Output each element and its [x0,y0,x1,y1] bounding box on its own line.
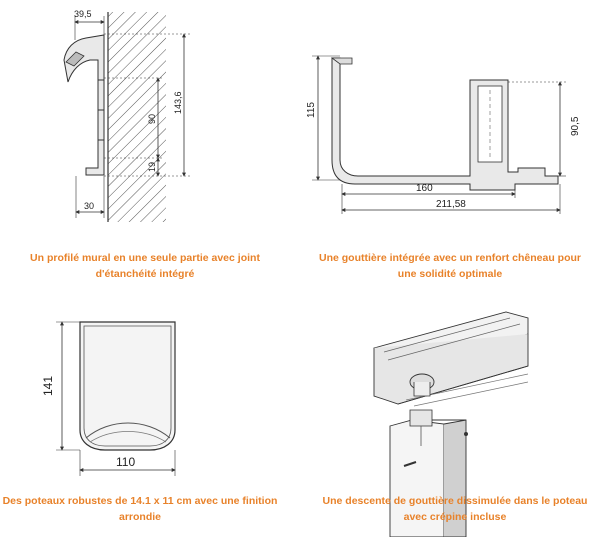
dim-height-mid: 90 [147,114,157,124]
downpipe-drawing [373,311,529,537]
caption-line-1: Un profilé mural en une seule partie ave… [30,252,260,264]
gutter-section [331,57,559,191]
seal-gasket [65,51,85,67]
dim-height-left: 115 [306,102,317,118]
hidden-downpipe [409,409,433,427]
caption-line-2: avec crépine incluse [403,511,507,523]
dim-bottom-width: 30 [84,201,94,211]
dim-post-width: 110 [116,455,135,469]
caption-gutter: Une gouttière intégrée avec un renfort c… [305,250,595,282]
dim-height-low: 19 [147,162,157,172]
caption-line-1: Une gouttière intégrée avec un renfort c… [319,252,581,264]
post-section [79,321,176,451]
wall-profile-drawing: 39,5 143,6 90 19 30 [63,9,190,222]
caption-line-2: d'étanchéité intégré [95,268,195,280]
dim-width-inner: 160 [416,183,433,194]
caption-line-2: une solidité optimale [397,268,503,280]
caption-wall-profile: Un profilé mural en une seule partie ave… [5,250,285,282]
caption-line-1: Des poteaux robustes de 14.1 x 11 cm ave… [2,495,278,507]
caption-post: Des poteaux robustes de 14.1 x 11 cm ave… [0,493,280,525]
wall-hatching [108,12,166,222]
dim-top-width: 39,5 [74,9,92,19]
screw-icon [403,461,417,467]
dim-post-height: 141 [41,376,55,396]
gutter-drawing: 115 90,5 160 211,58 [306,55,581,214]
dim-width-total: 211,58 [436,199,466,210]
dim-height-right: 90,5 [570,116,581,136]
wall-profile-section [63,34,105,176]
caption-line-2: arrondie [118,511,161,523]
caption-downpipe: Une descente de gouttière dissimulée dan… [310,493,600,525]
dim-height-total: 143,6 [173,91,183,114]
post-drawing: 141 110 [41,321,176,476]
caption-line-1: Une descente de gouttière dissimulée dan… [322,495,588,507]
